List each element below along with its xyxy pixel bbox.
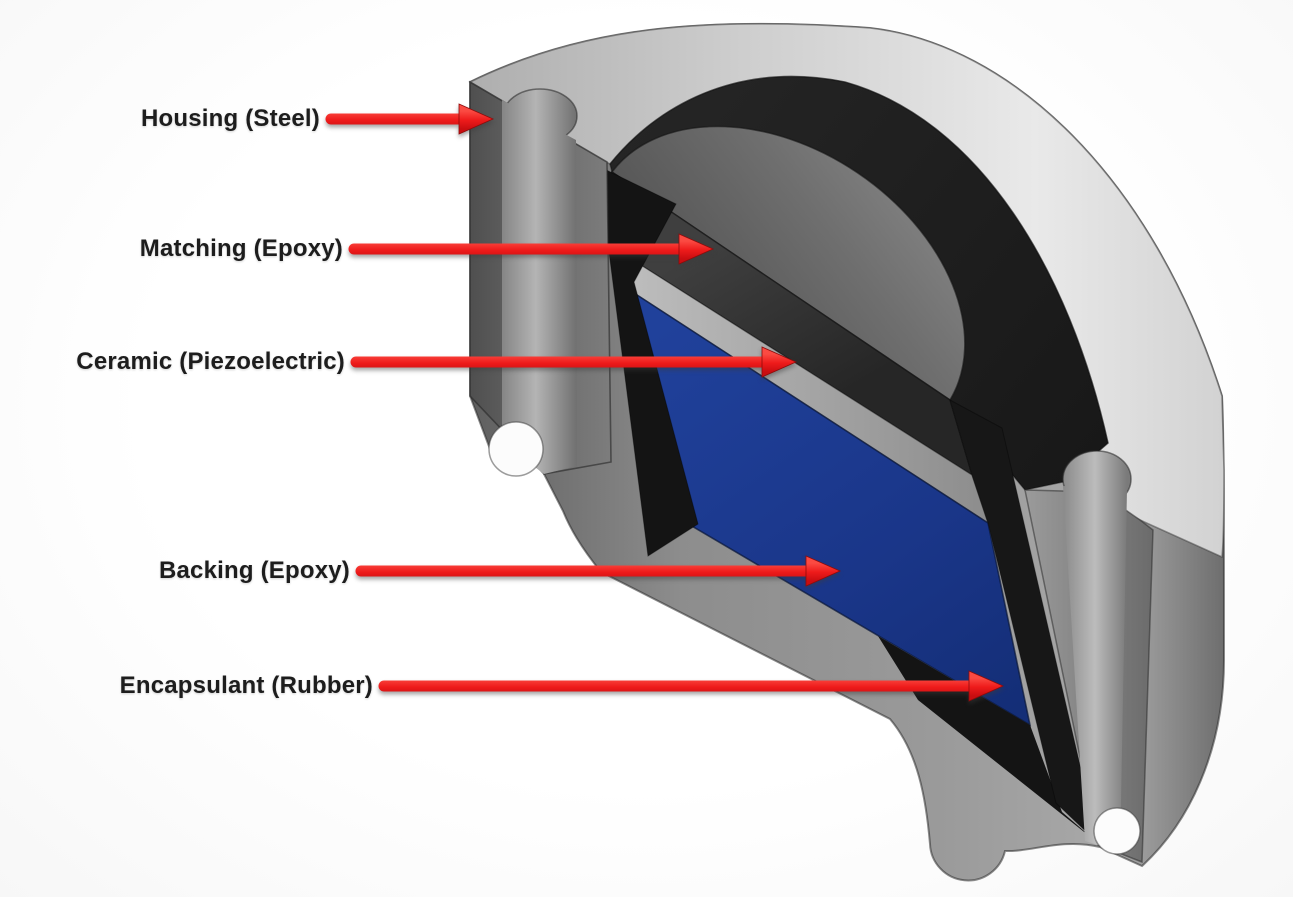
right-bottom-notch [1093, 807, 1141, 855]
arrow-ceramic [350, 346, 797, 378]
arrow-housing [325, 103, 494, 135]
arrow-matching [348, 233, 714, 265]
label-housing: Housing (Steel) [140, 105, 320, 132]
left-bore-highlight [502, 100, 577, 474]
right-bore-highlight [1063, 486, 1127, 852]
label-encapsulant: Encapsulant (Rubber) [119, 672, 373, 699]
label-backing: Backing (Epoxy) [158, 557, 350, 584]
left-bottom-notch [488, 421, 544, 477]
arrow-encapsulant [378, 670, 1004, 702]
arrow-backing [355, 555, 841, 587]
label-ceramic: Ceramic (Piezoelectric) [76, 348, 345, 375]
encapsulant-far-strip [949, 398, 1099, 845]
label-matching: Matching (Epoxy) [139, 235, 343, 262]
matching-disc-top [610, 125, 966, 402]
